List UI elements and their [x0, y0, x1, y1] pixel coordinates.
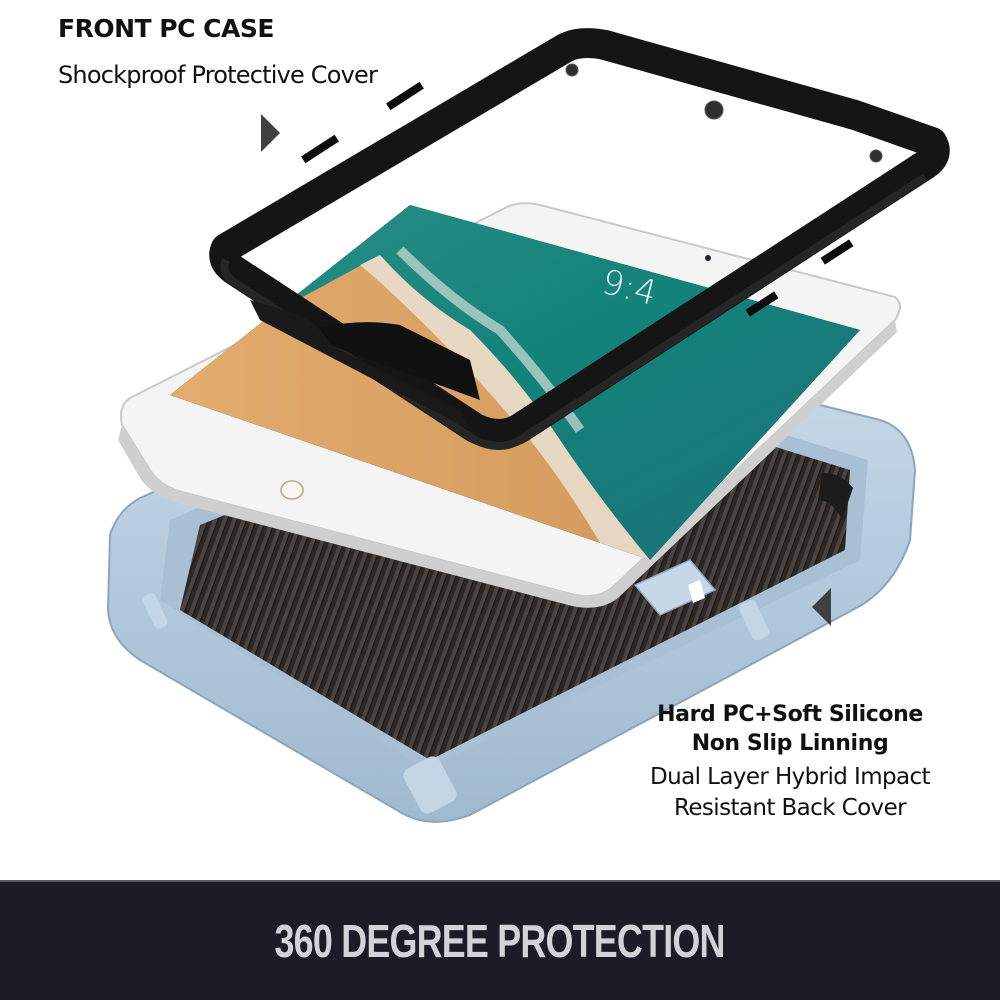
back-cover-subtitle-line1: Dual Layer Hybrid Impact [650, 764, 931, 790]
front-pc-frame [209, 28, 950, 450]
front-case-title: FRONT PC CASE [58, 14, 274, 43]
protection-banner: 360 DEGREE PROTECTION [0, 880, 1000, 1000]
back-cover-title-line2: Non Slip Linning [691, 731, 889, 756]
banner-headline: 360 DEGREE PROTECTION [274, 915, 726, 967]
back-cover-subtitle-line2: Resistant Back Cover [674, 795, 907, 821]
back-cover-title-line1: Hard PC+Soft Silicone [657, 702, 923, 727]
tablet-device: 9:4 [118, 202, 901, 608]
product-illustration: 9:4 [106, 28, 950, 823]
exploded-case-view: 9:4 [106, 28, 950, 823]
pointer-arrow-right-icon [261, 114, 280, 152]
pointer-arrow-left-icon [812, 588, 831, 626]
front-camera [705, 255, 711, 261]
front-case-callout: FRONT PC CASE Shockproof Protective Cove… [58, 12, 378, 90]
front-case-subtitle: Shockproof Protective Cover [58, 61, 378, 89]
back-cover-callout: Hard PC+Soft Silicone Non Slip Linning D… [620, 700, 960, 824]
home-button [280, 480, 304, 500]
